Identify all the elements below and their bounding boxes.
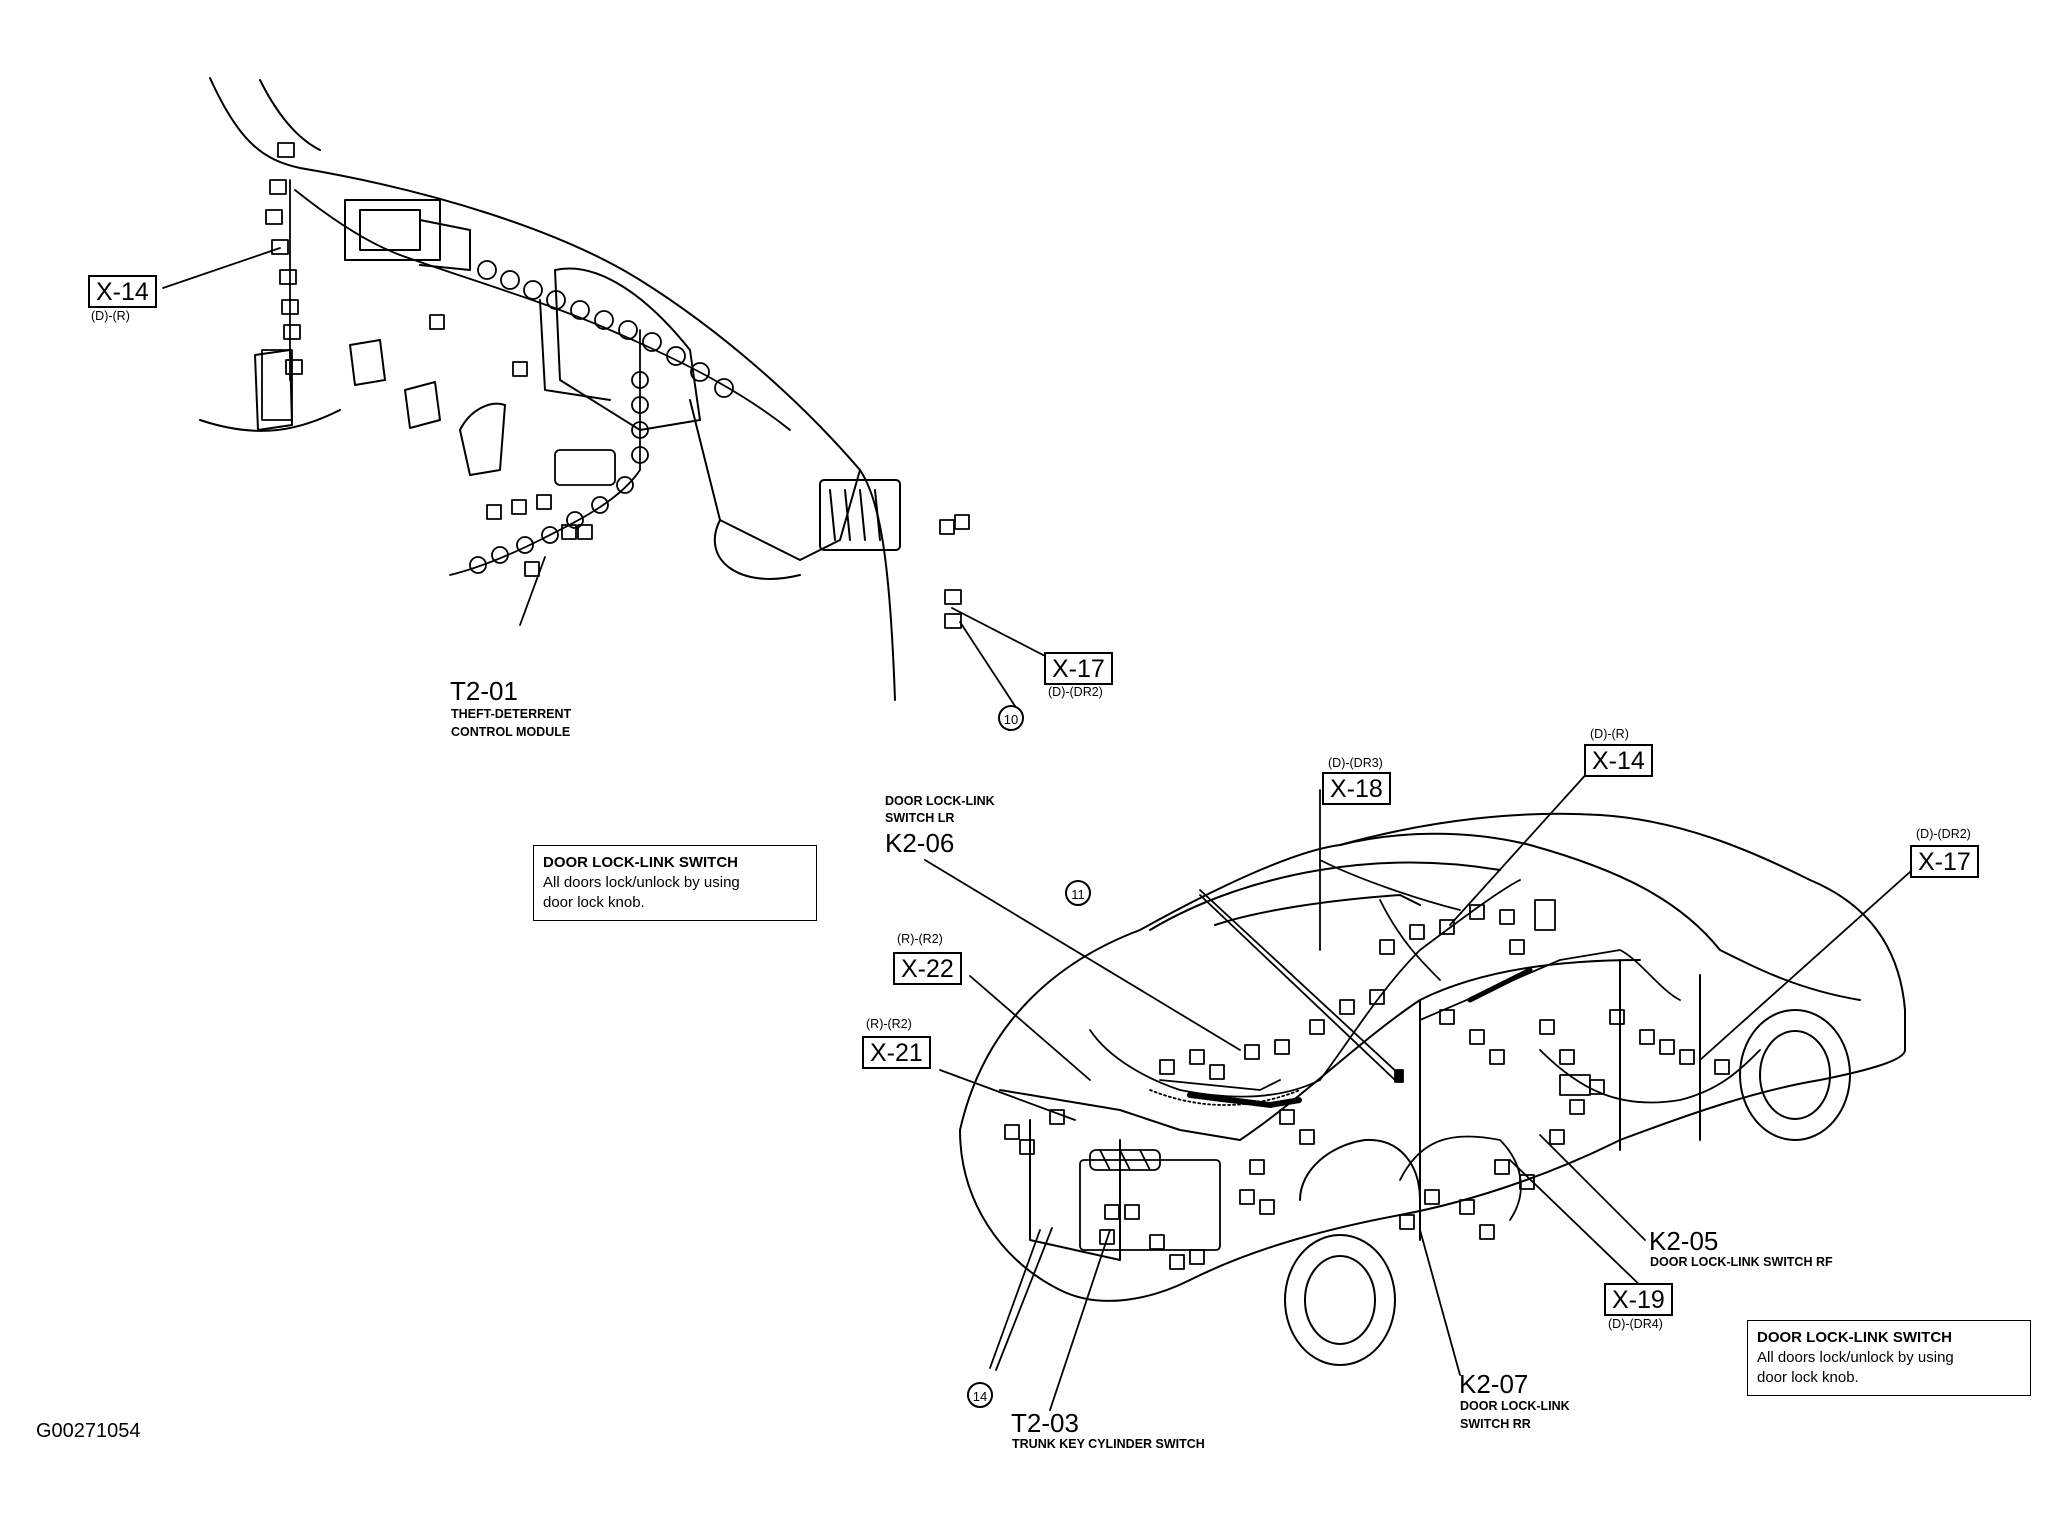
leader-lines bbox=[162, 247, 1921, 1411]
connector-x17-bot: X-17 bbox=[1910, 845, 1979, 878]
connector-x22: X-22 bbox=[893, 952, 962, 985]
component-t2-01-code: T2-01 bbox=[450, 676, 518, 706]
connector-x17-top: X-17 bbox=[1044, 652, 1113, 685]
note-left-line-2: door lock knob. bbox=[543, 894, 645, 911]
note-right-line-2: door lock knob. bbox=[1757, 1369, 1859, 1386]
component-k2-07-name-2: SWITCH RR bbox=[1460, 1417, 1531, 1431]
vehicle-illustration bbox=[959, 812, 1906, 1366]
component-k2-06-name-2: SWITCH LR bbox=[885, 811, 955, 825]
component-t2-01-name-2: CONTROL MODULE bbox=[451, 725, 571, 739]
component-t2-03-code: T2-03 bbox=[1011, 1408, 1079, 1438]
component-k2-05-code: K2-05 bbox=[1649, 1226, 1719, 1256]
connector-x17-top-sub: (D)-(DR2) bbox=[1048, 685, 1103, 699]
connector-x14-bot-sub: (D)-(R) bbox=[1590, 727, 1629, 741]
note-right-title: DOOR LOCK-LINK SWITCH bbox=[1757, 1329, 1952, 1346]
connector-x18: X-18 bbox=[1322, 772, 1391, 805]
callout-10: 10 bbox=[998, 705, 1024, 731]
dashboard-illustration bbox=[199, 77, 970, 701]
figure-id: G00271054 bbox=[36, 1420, 141, 1442]
connector-x18-sub: (D)-(DR3) bbox=[1328, 756, 1383, 770]
connector-x14-top-sub: (D)-(R) bbox=[91, 309, 130, 323]
connector-x19-sub: (D)-(DR4) bbox=[1608, 1317, 1663, 1331]
component-k2-06-name-1: DOOR LOCK-LINK bbox=[885, 794, 995, 808]
connector-x17-bot-sub: (D)-(DR2) bbox=[1916, 827, 1971, 841]
component-k2-05-name: DOOR LOCK-LINK SWITCH RF bbox=[1650, 1255, 1833, 1269]
note-left-line-1: All doors lock/unlock by using bbox=[543, 874, 740, 891]
component-k2-07-code: K2-07 bbox=[1459, 1369, 1529, 1399]
connector-x21-sub: (R)-(R2) bbox=[866, 1017, 912, 1031]
note-door-lock-link-right: DOOR LOCK-LINK SWITCH All doors lock/unl… bbox=[1747, 1320, 2031, 1396]
component-t2-01-name-1: THEFT-DETERRENT bbox=[451, 707, 572, 721]
component-k2-06-code: K2-06 bbox=[885, 828, 955, 858]
connector-x19: X-19 bbox=[1604, 1283, 1673, 1316]
note-right-line-1: All doors lock/unlock by using bbox=[1757, 1349, 1954, 1366]
connector-x14-top: X-14 bbox=[88, 275, 157, 308]
component-t2-03-name: TRUNK KEY CYLINDER SWITCH bbox=[1012, 1437, 1205, 1451]
connector-x14-bot: X-14 bbox=[1584, 744, 1653, 777]
callout-14: 14 bbox=[967, 1382, 993, 1408]
component-k2-07-name-1: DOOR LOCK-LINK bbox=[1460, 1399, 1570, 1413]
connector-x21: X-21 bbox=[862, 1036, 931, 1069]
callout-11: 11 bbox=[1065, 880, 1091, 906]
note-left-title: DOOR LOCK-LINK SWITCH bbox=[543, 854, 738, 871]
note-door-lock-link-left: DOOR LOCK-LINK SWITCH All doors lock/unl… bbox=[533, 845, 817, 921]
connector-x22-sub: (R)-(R2) bbox=[897, 932, 943, 946]
